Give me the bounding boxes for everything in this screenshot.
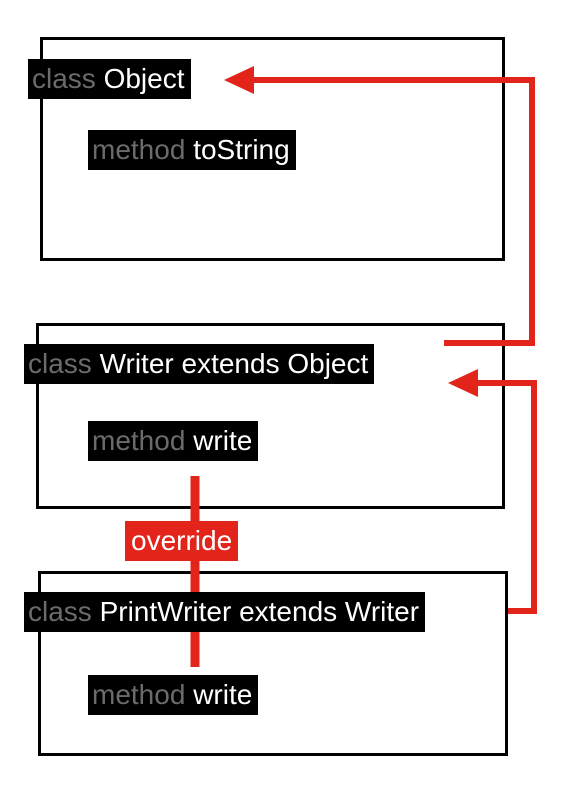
method-name: write: [193, 679, 253, 710]
method-tostring-label: method toString: [88, 130, 296, 170]
method-keyword: method: [92, 679, 186, 710]
method-keyword: method: [92, 134, 186, 165]
class-name: Writer extends Object: [99, 348, 369, 379]
class-printwriter-label: class PrintWriter extends Writer: [24, 592, 426, 632]
class-keyword: class: [32, 63, 96, 94]
class-object-label: class Object: [28, 59, 191, 99]
class-name: Object: [103, 63, 185, 94]
method-keyword: method: [92, 425, 186, 456]
class-writer-label: class Writer extends Object: [24, 344, 375, 384]
class-name: PrintWriter extends Writer: [99, 596, 420, 627]
method-write-override-label: method write: [88, 675, 259, 715]
class-keyword: class: [28, 596, 92, 627]
method-write-label: method write: [88, 421, 259, 461]
class-keyword: class: [28, 348, 92, 379]
override-tag: override: [125, 521, 239, 561]
method-name: write: [193, 425, 253, 456]
method-name: toString: [193, 134, 290, 165]
